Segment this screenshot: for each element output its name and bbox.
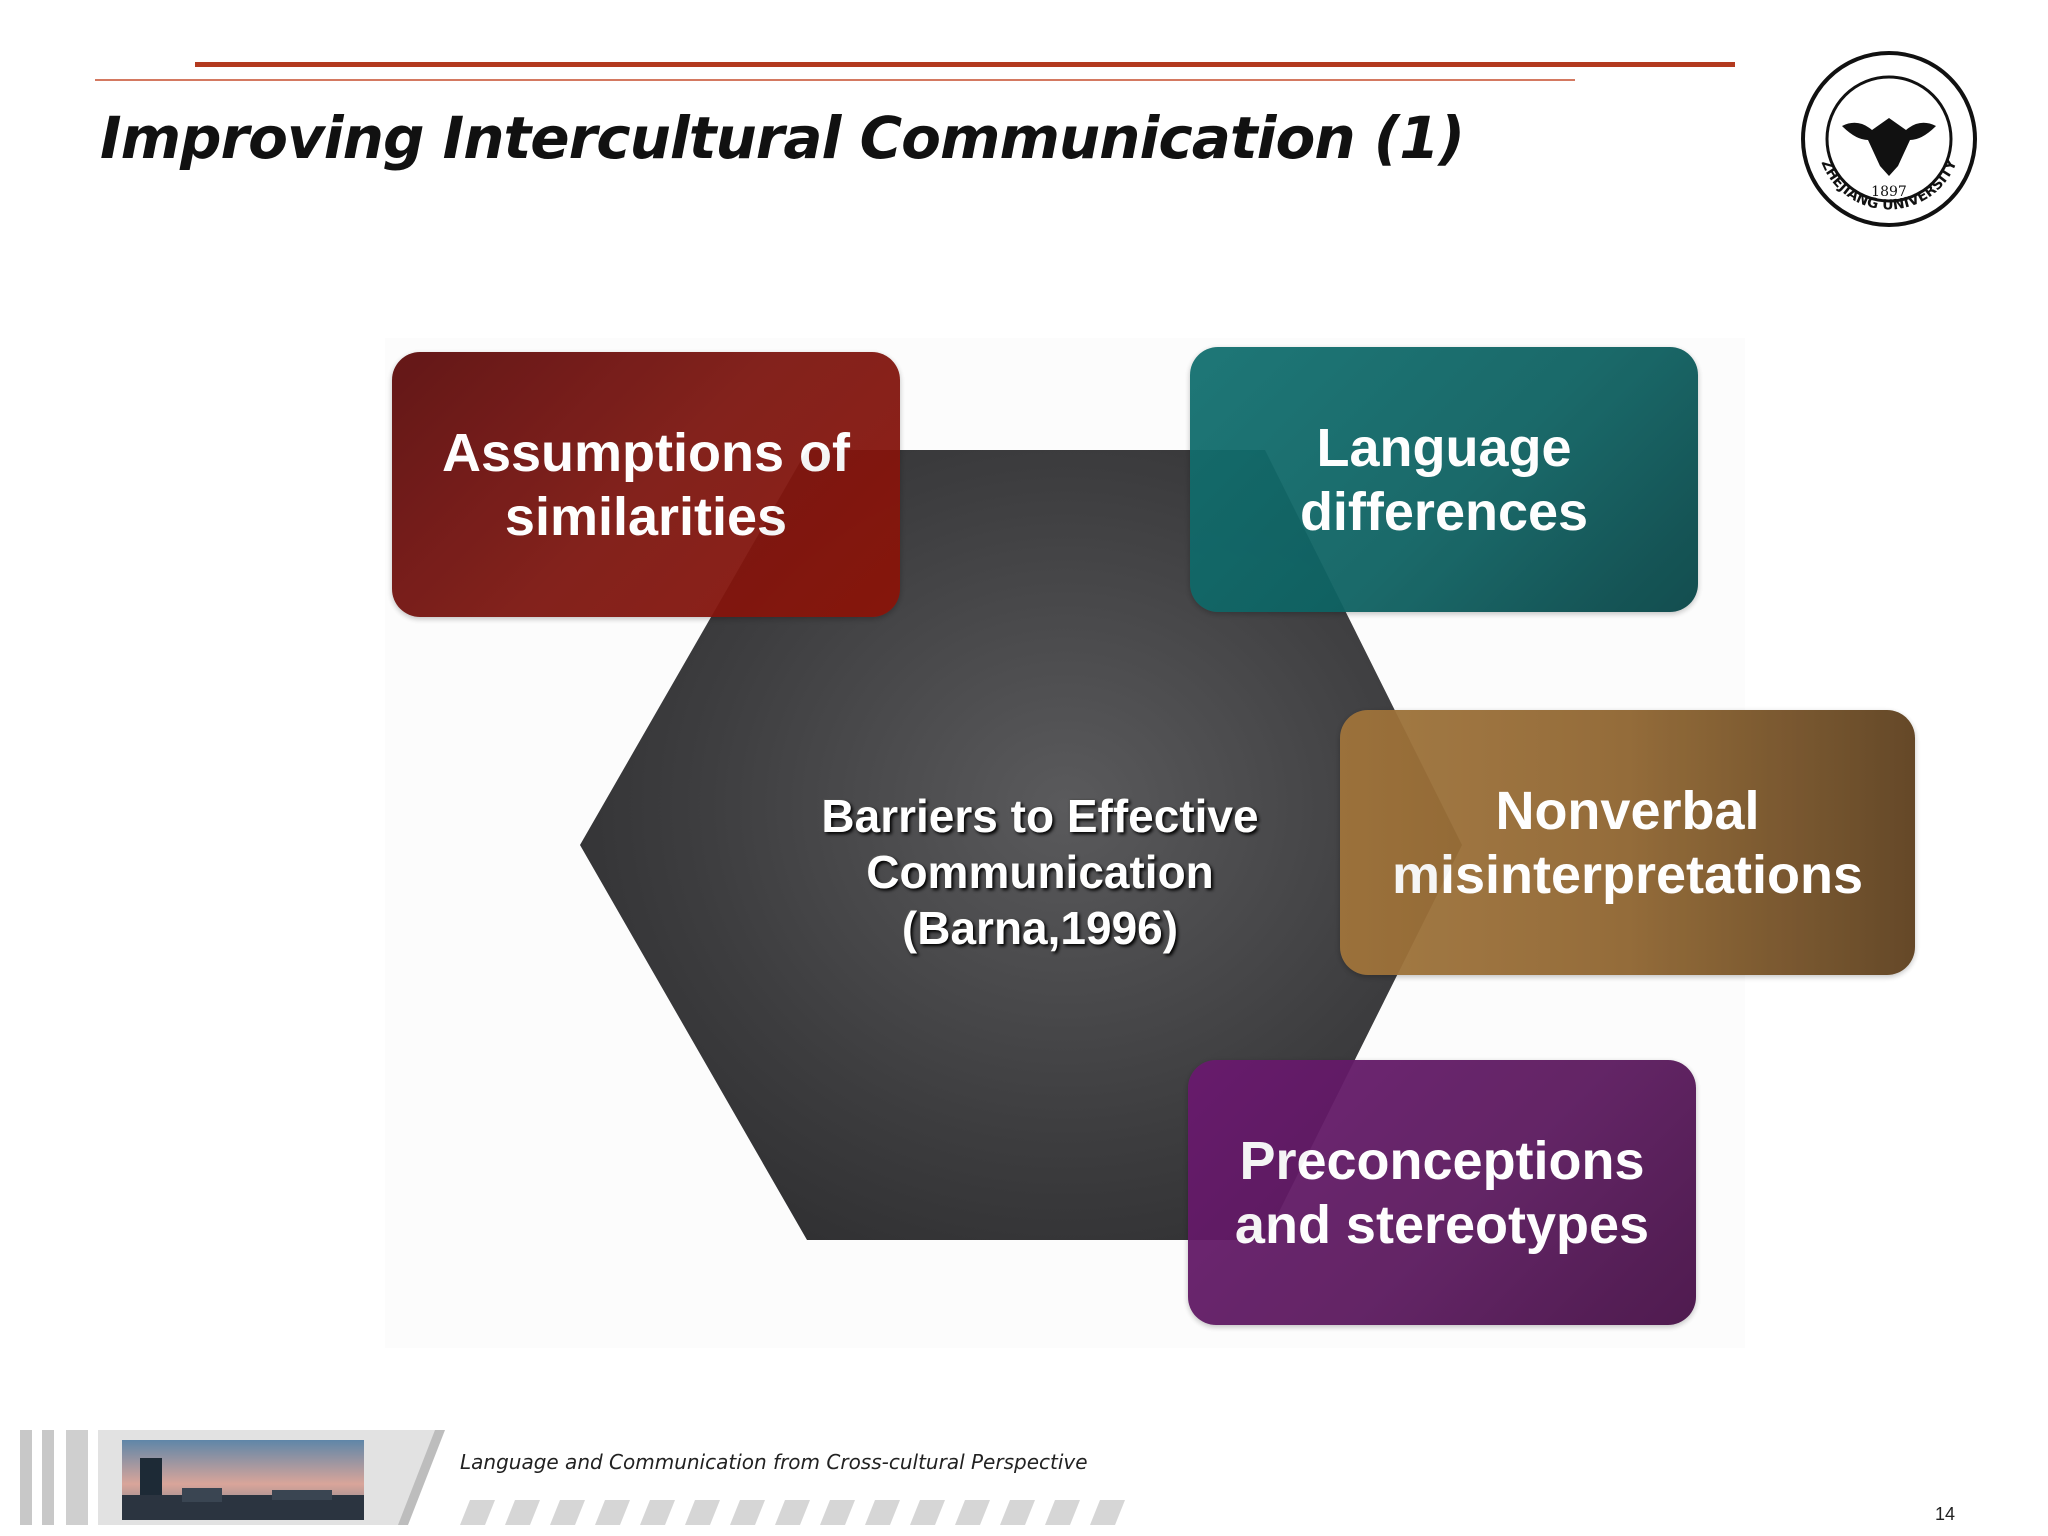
university-seal-icon: 1897 ZHEJIANG UNIVERSITY	[1801, 51, 1977, 227]
center-label-line-2: Communication	[866, 846, 1214, 898]
header-rule-primary	[195, 62, 1735, 67]
seal-year: 1897	[1871, 184, 1907, 200]
diagram-center-label: Barriers to Effective Communication (Bar…	[790, 788, 1290, 956]
barrier-nonverbal-line-1: Nonverbal	[1495, 780, 1760, 841]
slide-title: Improving Intercultural Communication (1…	[100, 104, 1465, 172]
barrier-box-preconceptions: Preconceptions and stereotypes	[1188, 1060, 1696, 1325]
center-label-line-1: Barriers to Effective	[821, 790, 1259, 842]
barrier-box-assumptions: Assumptions of similarities	[392, 352, 900, 617]
barrier-language-line-2: differences	[1299, 481, 1589, 542]
barrier-box-language: Language differences	[1190, 347, 1698, 612]
footer-course-title: Language and Communication from Cross-cu…	[460, 1450, 1088, 1474]
barrier-assumptions-line-2: similarities	[504, 486, 788, 547]
barrier-preconceptions-line-1: Preconceptions	[1239, 1130, 1645, 1191]
barrier-assumptions-line-1: Assumptions of	[441, 422, 850, 483]
barrier-language-line-1: Language	[1316, 417, 1572, 478]
barrier-box-nonverbal: Nonverbal misinterpretations	[1340, 710, 1915, 975]
barrier-preconceptions-line-2: and stereotypes	[1234, 1194, 1650, 1255]
header-rule-secondary	[95, 79, 1575, 81]
page-number: 14	[1935, 1504, 1956, 1524]
campus-photo	[122, 1440, 364, 1520]
center-label-line-3: (Barna,1996)	[901, 902, 1179, 954]
barrier-nonverbal-line-2: misinterpretations	[1391, 844, 1864, 905]
